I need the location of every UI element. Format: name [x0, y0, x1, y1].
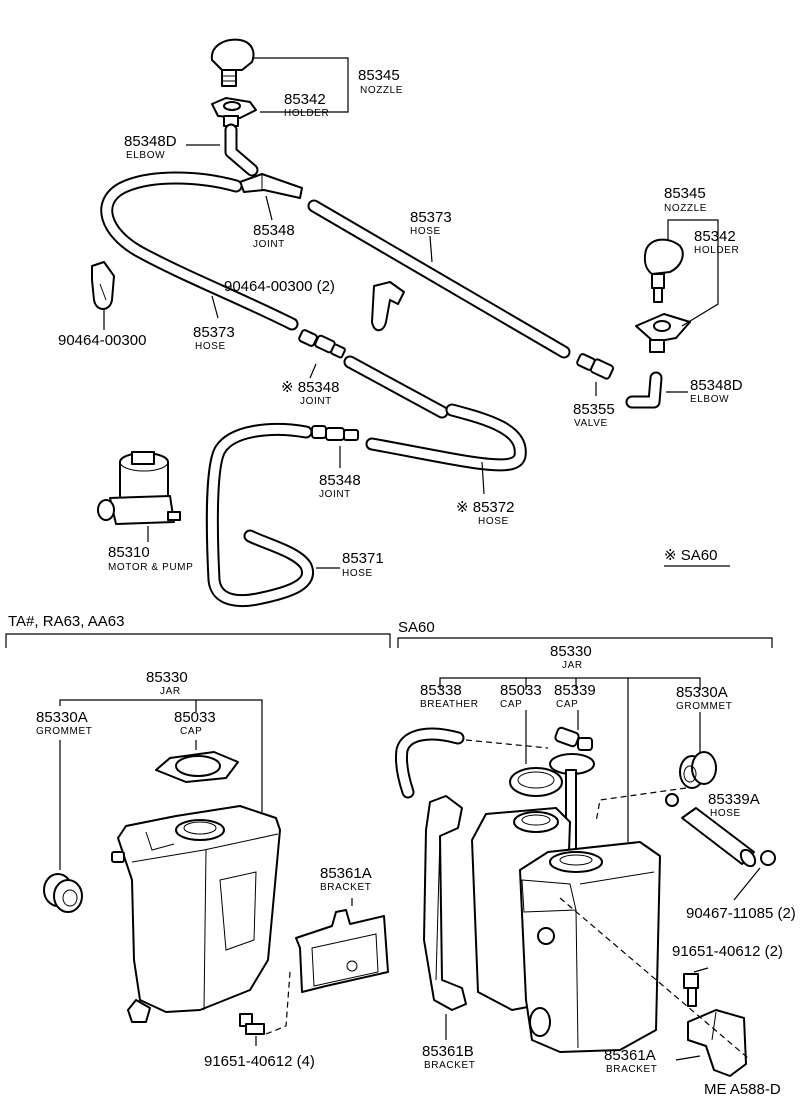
- bracket-right-drawing: [687, 1009, 747, 1077]
- hose-lower-name: HOSE: [478, 516, 509, 527]
- cap-right-2-drawing: [549, 726, 595, 867]
- cap-right-2-number: 85339: [554, 682, 596, 699]
- cap-right-2-name: CAP: [556, 699, 578, 710]
- elbow-right-name: ELBOW: [690, 394, 729, 405]
- sa60-note: ※ SA60: [664, 547, 717, 564]
- right-section-title: SA60: [398, 619, 435, 636]
- holder-top-drawing: [211, 97, 257, 127]
- jar-right-name: JAR: [562, 660, 583, 671]
- jar-right-drawing: [471, 807, 661, 1053]
- nozzle-right-number: 85345: [664, 185, 706, 202]
- joint-1-drawing: [239, 173, 303, 199]
- nozzle-top-drawing: [210, 38, 255, 87]
- breather-name: BREATHER: [420, 699, 479, 710]
- bolt-left-number: 91651-40612 (4): [204, 1053, 315, 1070]
- clip-center-number: 90464-00300 (2): [224, 278, 335, 295]
- footer-code: ME A588-D: [704, 1081, 781, 1098]
- hose-jar-number: 85339A: [708, 791, 760, 808]
- hose-jar-drawing: [681, 807, 757, 868]
- bolt-right-drawing: [683, 973, 699, 1007]
- hose-pump-drawing: [205, 422, 314, 607]
- bracket-right-number: 85361A: [604, 1047, 656, 1064]
- jar-left-drawing: [111, 805, 281, 1023]
- elbow-left-number: 85348D: [124, 133, 177, 150]
- jar-right-number: 85330: [550, 643, 592, 660]
- left-section-title: TA#, RA63, AA63: [8, 613, 124, 630]
- holder-right-name: HOLDER: [694, 245, 739, 256]
- grommet-left-number: 85330A: [36, 709, 88, 726]
- hose-mid-drawing: [343, 355, 449, 419]
- cap-left-number: 85033: [174, 709, 216, 726]
- bracket-b-name: BRACKET: [424, 1060, 475, 1071]
- motor-pump-name: MOTOR & PUMP: [108, 562, 193, 573]
- bracket-left-number: 85361A: [320, 865, 372, 882]
- nozzle-right-name: NOZZLE: [664, 203, 707, 214]
- cap-right-1-number: 85033: [500, 682, 542, 699]
- joint-2-number: ※ 85348: [281, 379, 339, 396]
- cap-right-1-name: CAP: [500, 699, 522, 710]
- nozzle-right-drawing: [643, 238, 684, 303]
- bolt-left-drawing: [239, 1013, 265, 1035]
- bracket-b-number: 85361B: [422, 1043, 474, 1060]
- grommet-left-name: GROMMET: [36, 726, 92, 737]
- bracket-left-name: BRACKET: [320, 882, 371, 893]
- joint-1-number: 85348: [253, 222, 295, 239]
- joint-3-number: 85348: [319, 472, 361, 489]
- hose-lower-number: ※ 85372: [456, 499, 514, 516]
- grommet-right-number: 85330A: [676, 684, 728, 701]
- nozzle-top-name: NOZZLE: [360, 85, 403, 96]
- cap-left-drawing: [155, 751, 239, 783]
- valve-drawing: [576, 353, 615, 380]
- jar-left-name: JAR: [160, 686, 181, 697]
- holder-right-number: 85342: [694, 228, 736, 245]
- clip-center-drawing: [371, 281, 405, 332]
- hose-upper-drawing: [307, 199, 571, 359]
- joint-1-name: JOINT: [253, 239, 285, 250]
- grommet-right-name: GROMMET: [676, 701, 732, 712]
- hose-upper-number: 85373: [410, 209, 452, 226]
- bracket-b-drawing: [423, 795, 467, 1011]
- bracket-right-name: BRACKET: [606, 1064, 657, 1075]
- joint-3-drawing: [311, 425, 359, 441]
- holder-top-name: HOLDER: [284, 108, 329, 119]
- cap-right-1-drawing: [509, 767, 563, 797]
- hose-pump-number: 85371: [342, 550, 384, 567]
- elbow-right-drawing: [625, 371, 663, 409]
- holder-right-drawing: [635, 313, 691, 353]
- hose-pump-name: HOSE: [342, 568, 373, 579]
- elbow-left-drawing: [224, 123, 259, 177]
- bolt-right-number: 91651-40612 (2): [672, 943, 783, 960]
- clamp-number: 90467-11085 (2): [686, 905, 796, 922]
- joint-2-drawing: [298, 329, 346, 359]
- holder-top-number: 85342: [284, 91, 326, 108]
- joint-3-name: JOINT: [319, 489, 351, 500]
- clip-left-drawing: [91, 261, 115, 310]
- elbow-right-number: 85348D: [690, 377, 743, 394]
- hose-left-drawing: [100, 171, 299, 331]
- hose-upper-name: HOSE: [410, 226, 441, 237]
- motor-pump-drawing: [97, 451, 181, 525]
- hose-left-number: 85373: [193, 324, 235, 341]
- elbow-left-name: ELBOW: [126, 150, 165, 161]
- grommet-right-drawing: [679, 751, 717, 789]
- motor-pump-number: 85310: [108, 544, 150, 561]
- joint-2-name: JOINT: [300, 396, 332, 407]
- valve-number: 85355: [573, 401, 615, 418]
- clamp-drawing: [665, 793, 776, 866]
- hose-jar-name: HOSE: [710, 808, 741, 819]
- jar-left-number: 85330: [146, 669, 188, 686]
- valve-name: VALVE: [574, 418, 608, 429]
- bracket-left-drawing: [295, 909, 389, 993]
- nozzle-top-number: 85345: [358, 67, 400, 84]
- cap-left-name: CAP: [180, 726, 202, 737]
- hose-lower-drawing: [365, 403, 527, 472]
- grommet-left-drawing: [43, 873, 83, 913]
- breather-drawing: [395, 727, 465, 799]
- clip-left-number: 90464-00300: [58, 332, 146, 349]
- breather-number: 85338: [420, 682, 462, 699]
- hose-left-name: HOSE: [195, 341, 226, 352]
